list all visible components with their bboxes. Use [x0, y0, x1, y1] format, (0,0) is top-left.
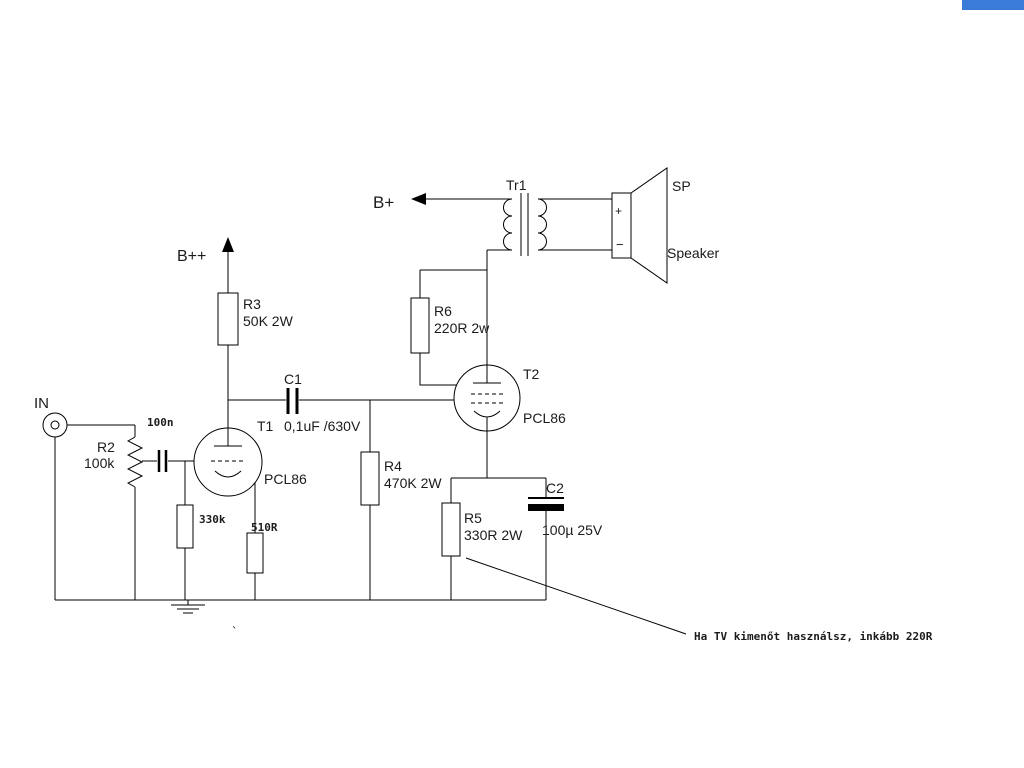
- annotation-note: Ha TV kimenőt használsz, inkább 220R: [694, 630, 933, 643]
- ground-symbol: [171, 600, 205, 614]
- speaker-abbr-label: SP: [672, 178, 691, 194]
- r6-name-label: R6: [434, 303, 452, 319]
- c1-name-label: C1: [284, 371, 302, 387]
- r4-resistor: [360, 451, 380, 506]
- input-label: IN: [34, 395, 49, 412]
- r6-value-label: 220R 2w: [434, 320, 490, 336]
- r3-resistor: [217, 292, 239, 346]
- t2-plate: [473, 365, 501, 384]
- r2-value-label: 100k: [84, 455, 115, 471]
- input-jack-inner: [50, 420, 60, 430]
- r3-value-label: 50K 2W: [243, 313, 294, 329]
- input-cap: [157, 450, 168, 472]
- r5-name-label: R5: [464, 510, 482, 526]
- speaker-cone: [630, 167, 668, 284]
- speaker-driver: [611, 192, 632, 259]
- t2-cathode: [473, 410, 501, 431]
- grid-leak-value-label: 330k: [199, 513, 226, 526]
- b-plus-plus-label: B++: [177, 248, 206, 265]
- t2-grids: [471, 393, 503, 404]
- c2-bottom-plate: [528, 504, 564, 511]
- r2-name-label: R2: [97, 439, 115, 455]
- input-cap-value-label: 100n: [147, 416, 174, 429]
- t1-plate: [214, 428, 242, 447]
- t2-type-label: PCL86: [523, 410, 566, 426]
- speaker-label: Speaker: [667, 245, 719, 261]
- blue-strip: [962, 0, 1024, 10]
- r6-resistor: [410, 297, 430, 354]
- b-plus-arrowhead: [411, 193, 426, 205]
- tr1-secondary-coil: [537, 198, 547, 251]
- r5-value-label: 330R 2W: [464, 527, 523, 543]
- cathode-resistor-510r: [246, 532, 264, 574]
- tr1-primary-coil: [503, 198, 513, 251]
- r2-resistor: [126, 436, 144, 488]
- b-plus-label: B+: [373, 193, 394, 212]
- stage2-wiring: [419, 250, 547, 600]
- t1-type-label: PCL86: [264, 471, 307, 487]
- r4-value-label: 470K 2W: [384, 475, 442, 491]
- c1-value-label: 0,1uF /630V: [284, 418, 361, 434]
- c2-value-label: 100µ 25V: [542, 522, 603, 538]
- r3-name-label: R3: [243, 296, 261, 312]
- output-wiring: [424, 198, 612, 251]
- input-wiring: [54, 424, 194, 600]
- t1-name-label: T1: [257, 418, 274, 434]
- coupling-wiring: [299, 399, 454, 600]
- tr1-core: [520, 193, 529, 256]
- tr1-label: Tr1: [506, 177, 527, 193]
- speaker-minus-terminal-label: −: [616, 237, 624, 252]
- speaker-plus-terminal-label: +: [615, 204, 622, 218]
- t2-name-label: T2: [523, 366, 540, 382]
- annotation-leader-line: [465, 557, 687, 635]
- stray-mark: `: [231, 625, 238, 639]
- t1-cathode: [214, 470, 242, 478]
- b-plus-plus-arrowhead: [222, 237, 234, 252]
- cathode-resistor-value-label: 510R: [251, 521, 278, 534]
- r4-name-label: R4: [384, 458, 402, 474]
- c1-cap: [286, 388, 299, 414]
- c2-name-label: C2: [546, 480, 564, 496]
- r5-resistor: [441, 502, 461, 557]
- grid-leak-resistor-330k: [176, 504, 194, 549]
